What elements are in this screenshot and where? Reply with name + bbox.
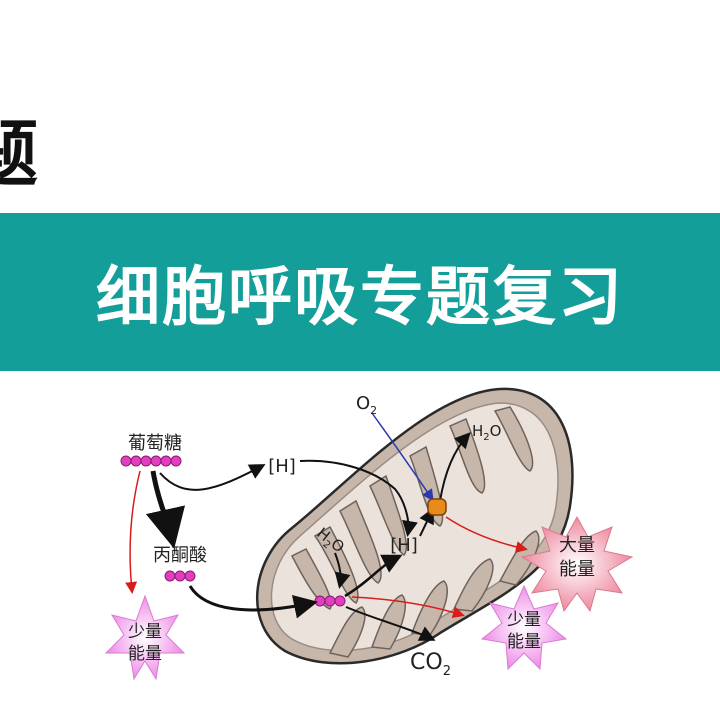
arrow-h2o-in — [334, 552, 351, 589]
energy-star-large: 大量 能量 — [520, 515, 634, 613]
arrow-glucose-to-h — [159, 464, 266, 491]
svg-text:少量: 少量 — [128, 622, 162, 642]
arrow-enzyme-to-h2o — [439, 432, 471, 502]
svg-text:能量: 能量 — [507, 632, 541, 652]
enzyme-complex — [427, 498, 447, 516]
energy-star-small-left: 少量 能量 — [104, 594, 186, 681]
label-h-1: [H] — [268, 456, 296, 477]
label-glucose: 葡萄糖 — [128, 433, 182, 454]
energy-star-small-right: 少量 能量 — [480, 584, 568, 671]
arrow-glucose-to-small-energy — [125, 470, 141, 594]
arrow-h-to-mito — [299, 459, 418, 537]
arrow-to-co2 — [345, 606, 436, 641]
svg-text:能量: 能量 — [559, 559, 595, 580]
svg-text:大量: 大量 — [559, 535, 595, 556]
pyruvate-beads — [164, 570, 196, 582]
label-co2: CO2 — [410, 650, 451, 679]
cell-respiration-diagram: 葡萄糖 丙酮酸 [H] [H] O2 H2O H2O CO2 少量 能量 — [104, 387, 634, 681]
partial-heading-char: 题 — [0, 112, 39, 196]
label-h2o-product: H2O — [472, 422, 501, 443]
label-o2: O2 — [356, 393, 377, 417]
arrow-pyruvate-to-matrix — [188, 585, 318, 619]
page-title: 细胞呼吸专题复习 — [96, 261, 624, 335]
glucose-beads — [120, 455, 182, 467]
svg-text:能量: 能量 — [128, 644, 162, 664]
title-banner: 细胞呼吸专题复习 — [0, 213, 720, 371]
arrow-matrix-to-small-energy — [351, 596, 465, 619]
label-h-2: [H] — [390, 535, 418, 556]
svg-text:少量: 少量 — [507, 610, 541, 630]
arrow-glucose-to-pyruvate — [145, 470, 186, 549]
arrow-o2-to-enzyme — [371, 412, 434, 502]
label-pyruvate: 丙酮酸 — [153, 545, 207, 566]
arrow-enzyme-to-large-energy — [445, 516, 528, 553]
arrow-matrix-to-h — [344, 554, 403, 598]
matrix-beads — [314, 595, 346, 607]
